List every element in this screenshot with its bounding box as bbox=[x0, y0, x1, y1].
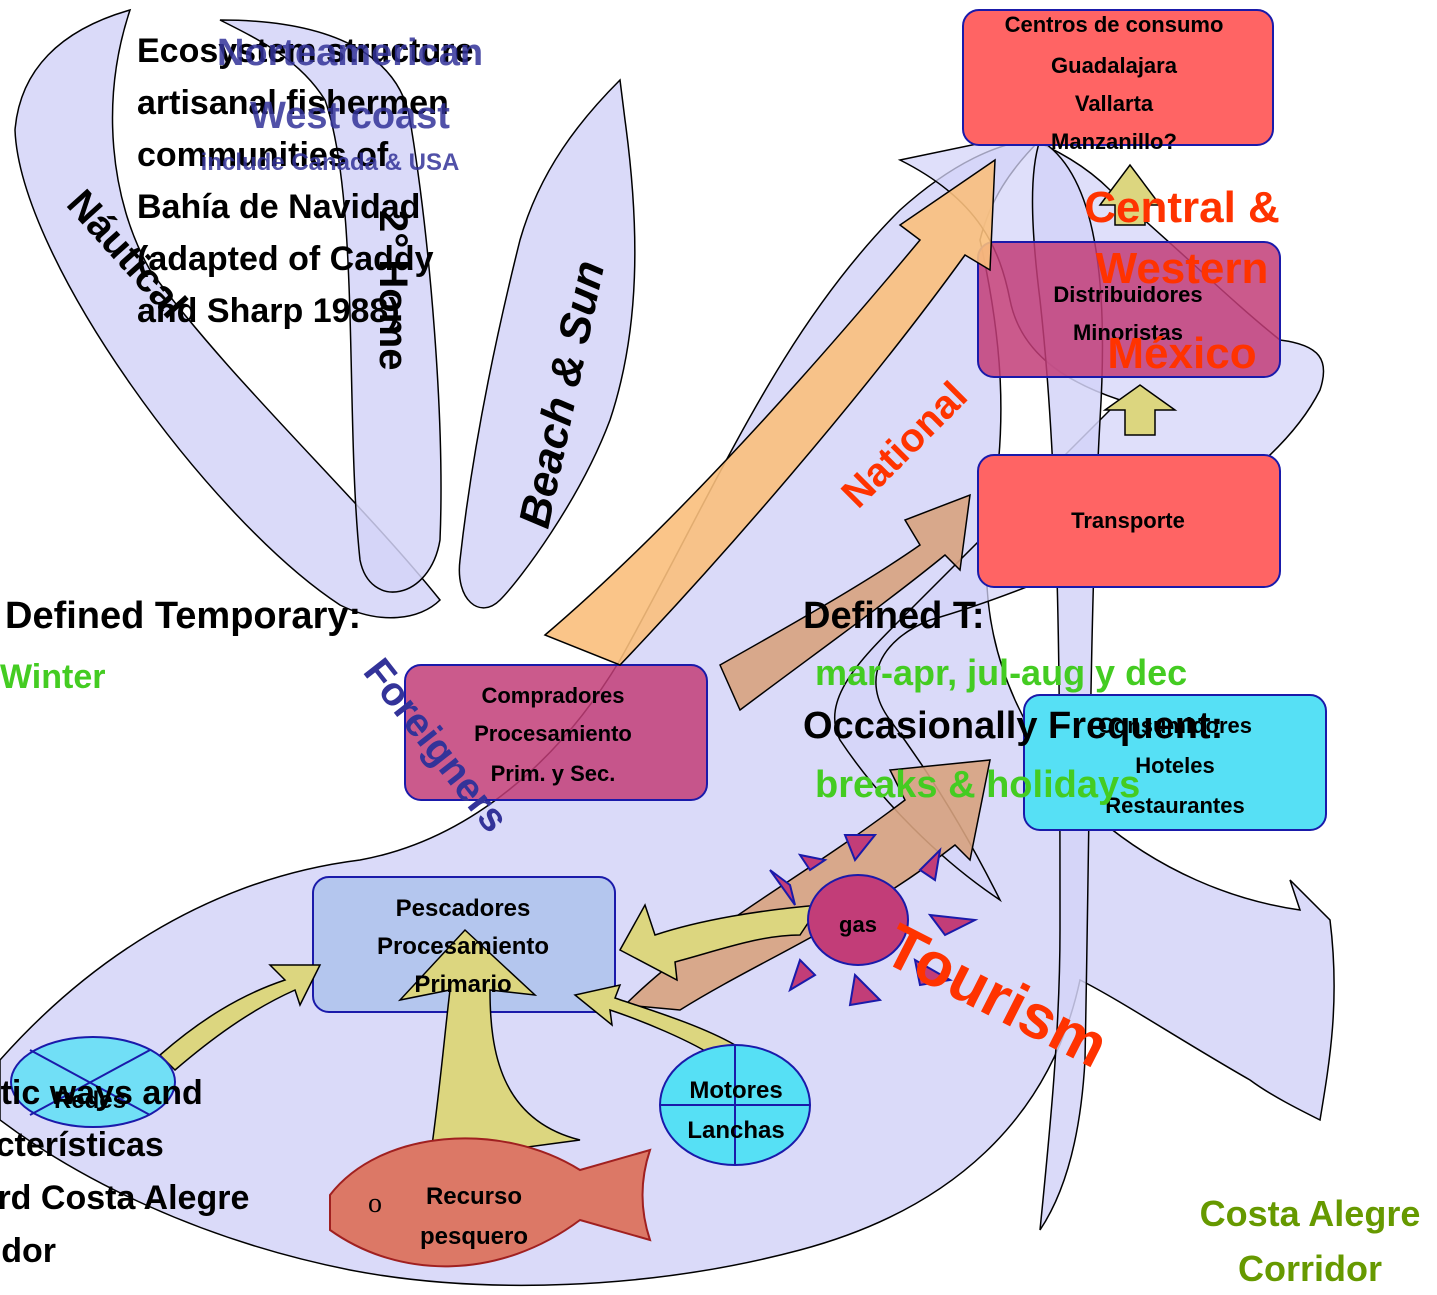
defined-t-label: Defined T: bbox=[803, 595, 985, 637]
svg-text:Norteamerican: Norteamerican bbox=[217, 32, 483, 74]
svg-text:Restaurantes: Restaurantes bbox=[1105, 793, 1244, 818]
svg-text:West coast: West coast bbox=[250, 95, 450, 137]
svg-text:Corridor: Corridor bbox=[1238, 1248, 1382, 1289]
svg-text:Primario: Primario bbox=[414, 971, 511, 998]
svg-text:communities of: communities of bbox=[137, 136, 389, 174]
gas-label: gas bbox=[839, 912, 877, 937]
svg-text:Lanchas: Lanchas bbox=[687, 1117, 784, 1144]
svg-text:Distribuidores: Distribuidores bbox=[1053, 282, 1202, 307]
svg-text:toward Costa Alegre: toward Costa Alegre bbox=[0, 1179, 249, 1217]
occasionally-label: Occasionally Frequent: bbox=[803, 705, 1223, 747]
redes-icon bbox=[10, 1036, 176, 1128]
compradores-box bbox=[404, 664, 708, 801]
svg-text:Minoristas: Minoristas bbox=[1073, 320, 1183, 345]
svg-text:Prim. y Sec.: Prim. y Sec. bbox=[491, 761, 616, 786]
pescadores-label: Pescadores Procesamiento Primario bbox=[377, 895, 549, 998]
transporte-box bbox=[977, 454, 1281, 588]
svg-text:Hoteles: Hoteles bbox=[1135, 753, 1214, 778]
distribuidores-label: Distribuidores Minoristas bbox=[1053, 282, 1202, 345]
yellow-arrow-redes bbox=[158, 964, 322, 1072]
svg-text:Guadalajara: Guadalajara bbox=[1051, 53, 1178, 78]
yellow-arrow-up-2 bbox=[1098, 163, 1162, 226]
svg-text:Compradores: Compradores bbox=[481, 683, 624, 708]
distribuidores-box bbox=[977, 241, 1281, 378]
svg-text:Centros de consumo: Centros de consumo bbox=[1005, 12, 1224, 37]
svg-text:Corridor: Corridor bbox=[0, 1232, 56, 1270]
beach-sun-lobe bbox=[458, 78, 636, 609]
compradores-label: Compradores Procesamiento Prim. y Sec. bbox=[474, 683, 632, 786]
norteamerican-label: Norteamerican West coast bbox=[217, 32, 483, 137]
brown-arrow-transporte bbox=[719, 493, 971, 712]
breaks-label: breaks & holidays bbox=[815, 764, 1140, 806]
include-label: include Canada & USA bbox=[201, 149, 460, 176]
svg-text:Manzanillo?: Manzanillo? bbox=[1051, 129, 1177, 154]
yellow-arrow-fish bbox=[397, 928, 581, 1161]
sun-icon bbox=[769, 834, 979, 1007]
costa-alegre-label: Costa Alegre Corridor bbox=[1200, 1193, 1421, 1289]
recurso-label: Recurso pesquero bbox=[420, 1183, 528, 1250]
svg-text:and Sharp 1988): and Sharp 1988) bbox=[137, 292, 400, 330]
svg-text:Bahía de Navidad: Bahía de Navidad bbox=[137, 188, 420, 226]
title-block: Ecosystem structure artisanal fishermen … bbox=[137, 32, 473, 330]
centros-box bbox=[962, 9, 1274, 146]
fish-eye: o bbox=[368, 1188, 382, 1219]
svg-text:artisanal fishermen: artisanal fishermen bbox=[137, 84, 449, 122]
svg-text:Pescadores: Pescadores bbox=[396, 895, 531, 922]
transporte-label: Transporte bbox=[1071, 508, 1185, 533]
left-block: Turistic ways and Características toward… bbox=[0, 1074, 249, 1270]
svg-text:pesquero: pesquero bbox=[420, 1223, 528, 1250]
yellow-arrow-up-1 bbox=[1102, 384, 1178, 436]
consumidores-label: Consumidores Hoteles Restaurantes bbox=[1098, 713, 1252, 818]
motores-icon bbox=[659, 1044, 811, 1166]
second-home-lobe bbox=[219, 19, 442, 593]
svg-text:(adapted of Caddy: (adapted of Caddy bbox=[137, 240, 434, 278]
svg-text:Procesamiento: Procesamiento bbox=[474, 721, 632, 746]
svg-text:Consumidores: Consumidores bbox=[1098, 713, 1252, 738]
months-label: mar-apr, jul-aug y dec bbox=[815, 652, 1187, 693]
svg-text:Costa Alegre: Costa Alegre bbox=[1200, 1193, 1421, 1234]
tall-vertical-lobe bbox=[1031, 138, 1104, 1231]
svg-text:Motores: Motores bbox=[689, 1077, 782, 1104]
redes-label: Redes bbox=[54, 1087, 126, 1114]
svg-text:Vallarta: Vallarta bbox=[1075, 91, 1154, 116]
second-home-label: 2° Home bbox=[371, 210, 415, 371]
svg-text:Recurso: Recurso bbox=[426, 1183, 522, 1210]
svg-text:Características: Características bbox=[0, 1126, 164, 1164]
centros-label: Centros de consumo Guadalajara Vallarta … bbox=[1005, 12, 1224, 154]
consumidores-box bbox=[1023, 694, 1327, 831]
fish-shape bbox=[329, 1137, 652, 1268]
orange-arrow-national bbox=[543, 158, 996, 666]
svg-text:Western: Western bbox=[1096, 244, 1269, 293]
svg-text:Procesamiento: Procesamiento bbox=[377, 933, 549, 960]
svg-text:Central &: Central & bbox=[1084, 183, 1280, 232]
motores-label: Motores Lanchas bbox=[687, 1077, 784, 1144]
central-western-label: Central & Western México bbox=[1084, 183, 1280, 378]
defined-temporary-label: Defined Temporary: bbox=[5, 595, 361, 637]
svg-text:México: México bbox=[1107, 329, 1256, 378]
svg-text:Turistic ways and: Turistic ways and bbox=[0, 1074, 203, 1112]
winter-label: Winter bbox=[0, 658, 105, 696]
svg-text:Ecosystem structure: Ecosystem structure bbox=[137, 32, 473, 70]
brown-arrow-pescadores bbox=[618, 903, 822, 982]
yellow-arrow-motores bbox=[573, 983, 737, 1061]
